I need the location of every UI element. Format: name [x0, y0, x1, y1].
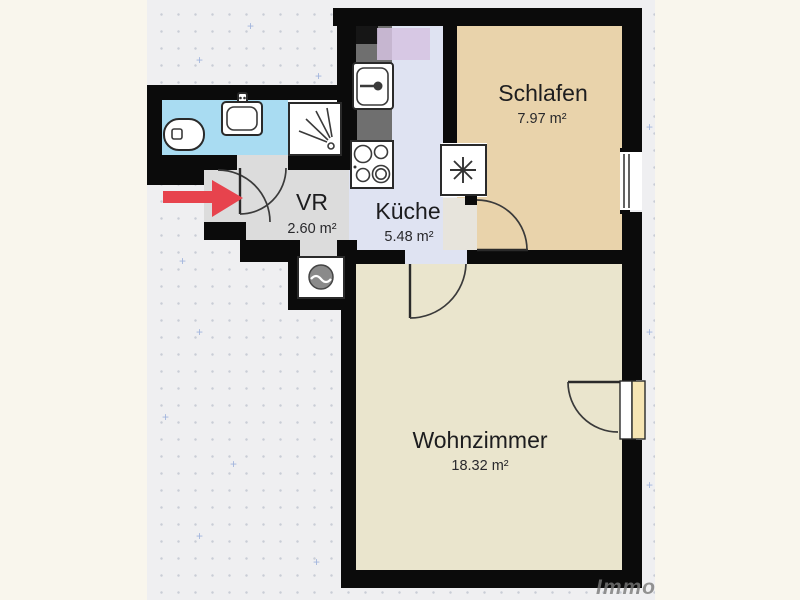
- shower-icon: [288, 102, 342, 156]
- room-living-floor: [356, 264, 622, 570]
- balcony-door-panel: [631, 380, 646, 440]
- svg-text:+: +: [230, 457, 237, 471]
- door-swing-icon: [217, 169, 271, 223]
- svg-text:+: +: [247, 19, 254, 33]
- arrow-right-icon: [163, 180, 243, 217]
- svg-text:+: +: [646, 478, 653, 492]
- svg-text:+: +: [196, 53, 203, 67]
- room-vr-floor: [222, 170, 349, 258]
- room-area-wohnzimmer: 18.32 m²: [451, 458, 508, 474]
- door-swing-icon: [239, 167, 287, 215]
- bathroom-door-gap: [237, 155, 288, 170]
- kitchen-living-door-gap: [405, 250, 467, 264]
- snowflake-icon: [440, 144, 487, 196]
- room-area-kueche: 5.48 m²: [384, 229, 433, 245]
- bedroom-door-threshold: [443, 198, 477, 250]
- door-kitchen-to-bedroom: [476, 199, 528, 252]
- room-label-vr: VR: [296, 189, 328, 215]
- watermark: Immo: [596, 576, 656, 599]
- svg-text:+: +: [196, 325, 203, 339]
- door-bathroom: [238, 167, 287, 215]
- room-area-schlafen: 7.97 m²: [517, 111, 566, 127]
- svg-text:+: +: [196, 529, 203, 543]
- room-area-vr: 2.60 m²: [287, 221, 336, 237]
- balcony-door: [567, 380, 646, 440]
- room-bedroom-floor: [457, 26, 622, 250]
- room-label-wohnzimmer: Wohnzimmer: [412, 427, 547, 453]
- svg-text:+: +: [313, 555, 320, 569]
- room-label-schlafen: Schlafen: [498, 80, 588, 106]
- walls: [147, 8, 642, 588]
- door-swing-icon: [409, 263, 467, 319]
- room-label-kueche: Küche: [375, 198, 440, 224]
- page-margin-right: [655, 0, 800, 600]
- vr-kitchen-opening: [349, 170, 356, 240]
- svg-text:+: +: [315, 69, 322, 83]
- kitchen-counter: [356, 26, 430, 144]
- kitchen-sink-icon: [352, 62, 394, 110]
- window-icon: [620, 152, 642, 210]
- toilet-icon: [163, 118, 205, 151]
- svg-text:+: +: [646, 325, 653, 339]
- sink-icon: [221, 92, 263, 136]
- door-entry: [217, 169, 271, 223]
- svg-text:+: +: [179, 254, 186, 268]
- door-swing-icon: [567, 381, 619, 433]
- washing-machine-icon: [297, 256, 345, 299]
- svg-text:+: +: [646, 120, 653, 134]
- door-kitchen-to-living: [408, 263, 467, 319]
- page-margin-left: [0, 0, 147, 600]
- svg-text:+: +: [162, 410, 169, 424]
- stove-icon: [350, 140, 394, 189]
- cabinet-highlight: [377, 28, 430, 60]
- door-swing-icon: [476, 199, 528, 251]
- grid-plus-marks: + + + + + + + + + + + +: [162, 19, 653, 569]
